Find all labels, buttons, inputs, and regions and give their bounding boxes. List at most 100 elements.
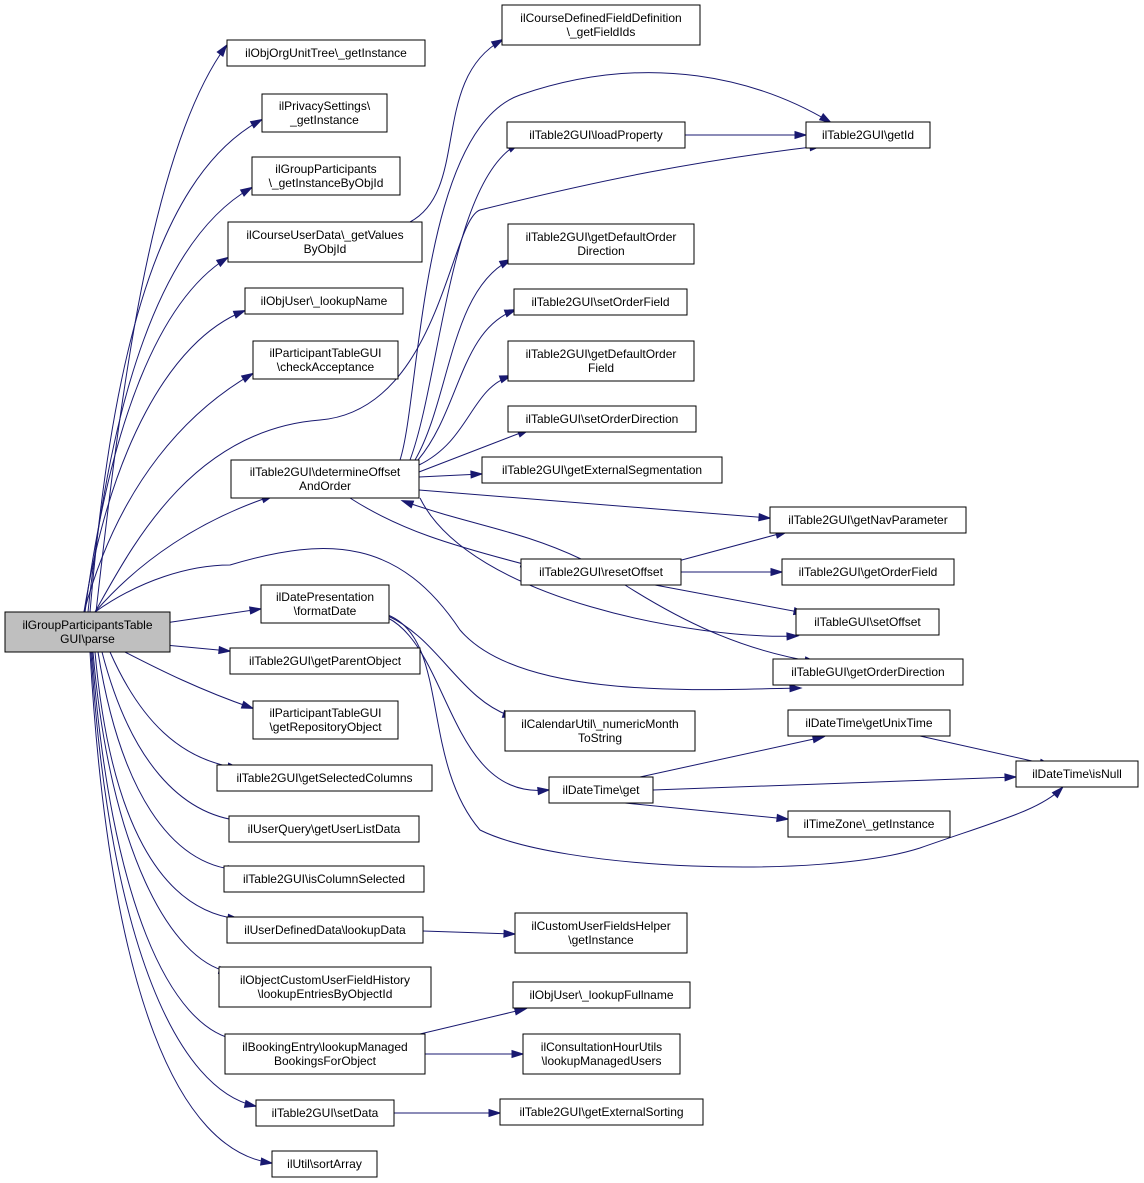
node-box [216, 764, 433, 792]
node-udLookup[interactable]: ilUserDefinedData\lookupData [226, 916, 424, 944]
edge-line [654, 584, 805, 614]
node-box [514, 912, 688, 954]
node-label-line: AndOrder [299, 479, 351, 493]
arrowhead [218, 645, 232, 655]
edge-udLookup-to-customFields [422, 929, 517, 938]
edge-line [387, 617, 549, 791]
arrowhead [776, 813, 790, 823]
node-userList[interactable]: ilUserQuery\getUserListData [228, 815, 420, 843]
node-label-line: ilObjUser\_lookupFullname [529, 988, 673, 1002]
edge-line [349, 497, 532, 567]
node-loadProp[interactable]: ilTable2GUI\loadProperty [506, 121, 686, 149]
node-getRepo[interactable]: ilParticipantTableGUI\getRepositoryObjec… [252, 700, 399, 740]
arrowhead [758, 512, 772, 522]
node-grpPart[interactable]: ilGroupParticipants\_getInstanceByObjId [251, 156, 401, 196]
edge-root-to-getOrderDir [94, 548, 803, 693]
edge-root-to-lookupName [83, 310, 247, 613]
node-unixTime[interactable]: ilDateTime\getUnixTime [787, 709, 951, 737]
edge-line [83, 373, 253, 613]
node-extSeg[interactable]: ilTable2GUI\getExternalSegmentation [481, 456, 723, 484]
node-extSort[interactable]: ilTable2GUI\getExternalSorting [499, 1098, 704, 1126]
edge-loadProp-to-getId [685, 130, 808, 140]
node-box [513, 288, 688, 316]
arrowhead [249, 606, 263, 615]
edge-root-to-getSelCols [109, 651, 241, 771]
node-getParent[interactable]: ilTable2GUI\getParentObject [229, 647, 421, 675]
node-label-line: ilObjectCustomUserFieldHistory [240, 973, 410, 987]
node-box [795, 608, 940, 636]
edge-determine-to-setOrderField [417, 309, 518, 461]
node-orgunit[interactable]: ilObjOrgUnitTree\_getInstance [226, 39, 426, 67]
edge-formatDate-to-dtGet [387, 617, 551, 796]
node-box [226, 39, 426, 67]
node-navParam[interactable]: ilTable2GUI\getNavParameter [769, 506, 967, 534]
node-getOrderField[interactable]: ilTable2GUI\getOrderField [781, 558, 955, 586]
node-consult[interactable]: ilConsultationHourUtils\lookupManagedUse… [522, 1033, 681, 1075]
arrowhead [1004, 773, 1018, 782]
edge-line [84, 257, 228, 613]
node-checkAcc[interactable]: ilParticipantTableGUI\checkAcceptance [252, 340, 399, 380]
node-label-line: ilTable2GUI\getExternalSorting [519, 1105, 683, 1119]
edge-line [83, 310, 245, 613]
node-resetOffset[interactable]: ilTable2GUI\resetOffset [520, 558, 682, 586]
edge-root-to-getParent [164, 644, 232, 655]
arrowhead [240, 700, 255, 709]
node-setOffset[interactable]: ilTableGUI\setOffset [795, 608, 940, 636]
node-box [1015, 760, 1139, 788]
node-label-line: ilDateTime\isNull [1032, 767, 1122, 781]
arrowhead [503, 309, 518, 318]
edge-determine-to-getId [399, 72, 833, 461]
node-isNull[interactable]: ilDateTime\isNull [1015, 760, 1139, 788]
node-label-line: \checkAcceptance [277, 360, 375, 374]
node-dtGet[interactable]: ilDateTime\get [548, 776, 654, 804]
edge-line [89, 119, 262, 613]
node-fieldIds[interactable]: ilCourseDefinedFieldDefinition\_getField… [501, 4, 701, 46]
node-lookupFull[interactable]: ilObjUser\_lookupFullname [512, 981, 691, 1009]
arrowhead [488, 1108, 502, 1118]
arrowhead [239, 186, 254, 197]
edge-root-to-determine [94, 495, 275, 613]
node-customFields[interactable]: ilCustomUserFieldsHelper\getInstance [514, 912, 688, 954]
node-label-line: ilGroupParticipantsTable [22, 618, 152, 632]
node-getId[interactable]: ilTable2GUI\getId [805, 121, 931, 149]
edge-root-to-getId [94, 143, 823, 613]
node-lookupName[interactable]: ilObjUser\_lookupName [244, 287, 404, 315]
arrowhead [240, 372, 255, 383]
arrowhead [770, 567, 784, 577]
node-box [772, 658, 964, 686]
arrowhead [470, 470, 484, 479]
node-setData[interactable]: ilTable2GUI\setData [255, 1099, 395, 1127]
node-privacy[interactable]: ilPrivacySettings\_getInstance [261, 93, 388, 133]
edge-line [677, 531, 787, 562]
node-formatDate[interactable]: ilDatePresentation\formatDate [260, 584, 390, 624]
node-box [769, 506, 967, 534]
node-tzInst[interactable]: ilTimeZone\_getInstance [787, 810, 951, 838]
node-sortArray[interactable]: ilUtil\sortArray [271, 1150, 378, 1178]
node-setOrderDir[interactable]: ilTableGUI\setOrderDirection [507, 405, 697, 433]
edge-determine-to-resetOffset [349, 497, 534, 568]
arrowhead [260, 1157, 274, 1166]
edge-line [417, 309, 516, 461]
edge-determine-to-defOrderDir [414, 258, 513, 461]
arrowhead [400, 500, 415, 509]
arrowhead [786, 632, 800, 641]
arrowhead [1051, 786, 1064, 799]
edge-line [402, 500, 582, 560]
node-getSelCols[interactable]: ilTable2GUI\getSelectedColumns [216, 764, 433, 792]
node-booking[interactable]: ilBookingEntry\lookupManagedBookingsForO… [224, 1033, 426, 1075]
node-label-line: ilTable2GUI\isColumnSelected [243, 872, 405, 886]
node-box [230, 459, 420, 499]
node-customHist[interactable]: ilObjectCustomUserFieldHistory\lookupEnt… [218, 966, 432, 1008]
node-box [787, 709, 951, 737]
node-getOrderDir[interactable]: ilTableGUI\getOrderDirection [772, 658, 964, 686]
node-setOrderField[interactable]: ilTable2GUI\setOrderField [513, 288, 688, 316]
edge-courseUD-to-fieldIds [409, 38, 505, 223]
node-isColSel[interactable]: ilTable2GUI\isColumnSelected [223, 865, 425, 893]
